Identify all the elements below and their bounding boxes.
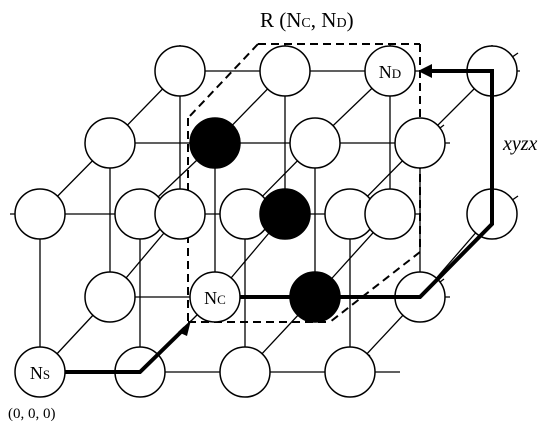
mesh-node <box>14 188 66 240</box>
mesh-node <box>324 346 376 398</box>
mesh-nodes <box>14 45 518 398</box>
route-label: xyzx <box>502 133 538 155</box>
region-title: R (NC, ND) <box>260 8 354 32</box>
routing-path <box>65 69 494 374</box>
mesh-node <box>154 45 206 97</box>
faulty-node <box>259 188 311 240</box>
mesh-node <box>259 45 311 97</box>
mesh-node <box>84 117 136 169</box>
path-arrowhead-nd <box>418 64 432 78</box>
mesh-node <box>219 346 271 398</box>
mesh-node <box>364 188 416 240</box>
mesh-node <box>394 117 446 169</box>
mesh-node <box>364 45 416 97</box>
path-arrowhead-nc <box>178 320 191 336</box>
origin-label: (0, 0, 0) <box>8 406 56 422</box>
faulty-node <box>189 117 241 169</box>
mesh-node <box>84 271 136 323</box>
node-current-label: NC <box>204 288 226 308</box>
mesh-node <box>289 117 341 169</box>
node-source-label: NS <box>30 363 50 383</box>
node-dest-label: ND <box>379 62 401 82</box>
mesh-node <box>154 188 206 240</box>
